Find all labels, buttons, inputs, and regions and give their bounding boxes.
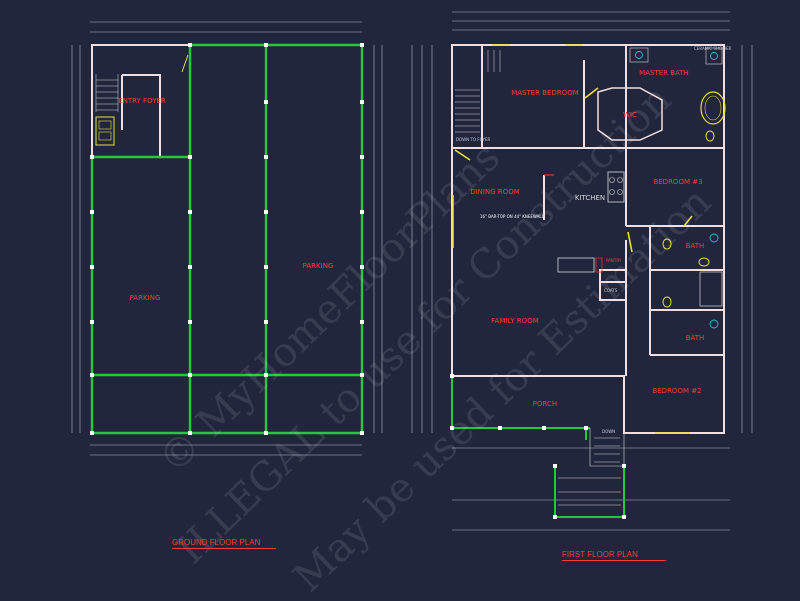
room-label-pantry: PANTRY	[606, 258, 622, 263]
ground-floor-title: GROUND FLOOR PLAN	[172, 538, 276, 549]
note-bar-top: 16" BAR-TOP ON 44" KNEEWALL	[480, 214, 545, 219]
note-down-to-foyer: DOWN TO FOYER	[456, 137, 491, 142]
ground-floor-plan: ENTRY FOYER PARKING PARKING	[71, 21, 383, 456]
room-label-dining-room: DINING ROOM	[470, 188, 520, 196]
room-label-coats: COATS	[604, 288, 618, 293]
room-label-family-room: FAMILY ROOM	[491, 317, 539, 325]
first-floor-title: FIRST FLOOR PLAN	[562, 550, 666, 561]
room-label-parking-left: PARKING	[130, 294, 161, 302]
room-label-entry-foyer: ENTRY FOYER	[118, 97, 166, 105]
room-label-bath-lower: BATH	[686, 334, 705, 342]
note-down: DOWN	[602, 429, 615, 434]
room-label-bedroom-3: BEDROOM #3	[653, 178, 702, 186]
room-label-wic: WIC	[623, 111, 637, 119]
room-label-bath-upper: BATH	[686, 242, 705, 250]
first-floor-title-text: FIRST FLOOR PLAN	[562, 550, 638, 559]
first-floor-plan: MASTER BEDROOM MASTER BATH WIC DINING RO…	[411, 11, 753, 531]
room-label-porch: PORCH	[533, 400, 557, 408]
note-ceramic-shower: CERAMIC SHOWER	[694, 46, 732, 51]
room-label-kitchen: KITCHEN	[575, 194, 605, 202]
room-label-master-bedroom: MASTER BEDROOM	[511, 89, 579, 97]
ground-floor-title-text: GROUND FLOOR PLAN	[172, 538, 261, 547]
room-label-master-bath: MASTER BATH	[639, 69, 689, 77]
room-label-parking-right: PARKING	[303, 262, 334, 270]
room-label-bedroom-2: BEDROOM #2	[652, 387, 701, 395]
